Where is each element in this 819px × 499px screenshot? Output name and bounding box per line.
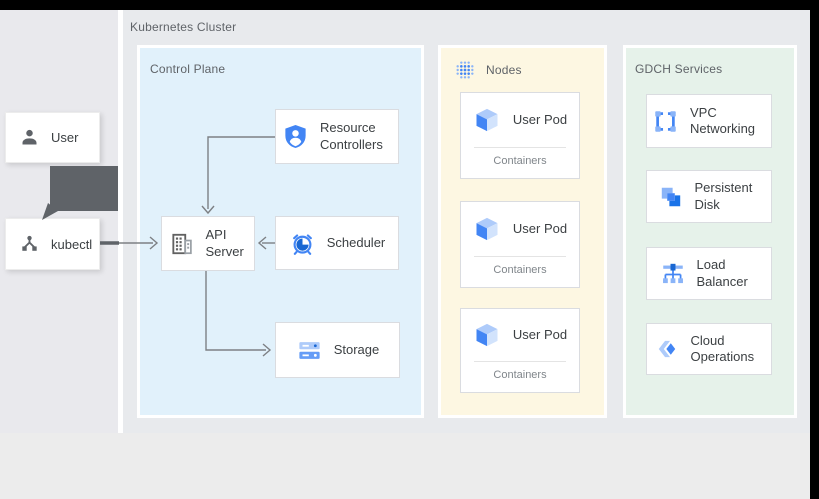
containers-label: Containers [493, 155, 547, 167]
containers-label: Containers [493, 369, 547, 381]
load-balancer-label: Load Balancer [696, 257, 748, 289]
vpc-corners-icon [652, 108, 679, 135]
fork-nodes-icon [19, 234, 40, 255]
user-box: User [5, 112, 100, 163]
load-balancer-card: Load Balancer [646, 247, 772, 300]
user-label: User [51, 130, 79, 145]
resource-controllers-label: Resource Controllers [320, 120, 383, 152]
storage-card: Storage [275, 322, 400, 378]
control-plane-title: Control Plane [150, 62, 226, 76]
cloud-operations-label: Cloud Operations [690, 332, 755, 364]
user-pod-label: User Pod [512, 111, 568, 127]
nodes-panel: Nodes User Pod Containers User Pod [441, 48, 604, 415]
api-server-label: API Server [205, 227, 244, 259]
cube-icon [473, 106, 501, 134]
vpc-networking-card: VPC Networking [646, 94, 772, 148]
divider [474, 361, 566, 362]
vpc-networking-label: VPC Networking [690, 104, 756, 136]
kubernetes-cluster-container: Kubernetes Cluster Control Plane Resourc… [123, 10, 810, 433]
divider [474, 147, 566, 148]
gdch-services-title: GDCH Services [635, 62, 723, 76]
shield-person-icon [282, 123, 309, 150]
cloud-ops-icon [654, 336, 680, 362]
api-server-card: API Server [161, 216, 255, 271]
resource-controllers-card: Resource Controllers [275, 109, 399, 164]
kubectl-box: kubectl [5, 218, 100, 270]
containers-label: Containers [493, 264, 547, 276]
building-icon [169, 231, 195, 257]
divider [474, 256, 566, 257]
kubectl-label: kubectl [51, 236, 93, 252]
nodes-title: Nodes [486, 63, 522, 77]
alarm-clock-icon [289, 230, 316, 257]
stacked-disks-icon [296, 337, 323, 364]
user-pod-label: User Pod [512, 326, 568, 342]
architecture-diagram: Kubernetes Cluster Control Plane Resourc… [0, 10, 810, 499]
persistent-disk-label: Persistent Disk [694, 180, 753, 212]
cloud-operations-card: Cloud Operations [646, 323, 772, 375]
persistent-disk-card: Persistent Disk [646, 170, 772, 223]
scheduler-card: Scheduler [275, 216, 399, 270]
dot-grid-icon [454, 59, 476, 81]
balancer-tree-icon [660, 261, 686, 287]
cube-icon [473, 215, 501, 243]
control-plane-panel: Control Plane Resource Controllers API S… [140, 48, 421, 415]
cube-icon [473, 321, 501, 349]
cluster-title: Kubernetes Cluster [130, 20, 237, 34]
scheduler-label: Scheduler [326, 234, 386, 250]
layered-disk-icon [658, 184, 684, 210]
user-pod-card: User Pod Containers [460, 92, 580, 179]
storage-label: Storage [333, 341, 380, 357]
user-pod-card: User Pod Containers [460, 201, 580, 288]
user-pod-card: User Pod Containers [460, 308, 580, 393]
person-icon [19, 127, 40, 148]
user-pod-label: User Pod [512, 220, 568, 236]
gdch-services-panel: GDCH Services VPC Networking Persistent … [626, 48, 794, 415]
footer-strip [0, 433, 810, 499]
